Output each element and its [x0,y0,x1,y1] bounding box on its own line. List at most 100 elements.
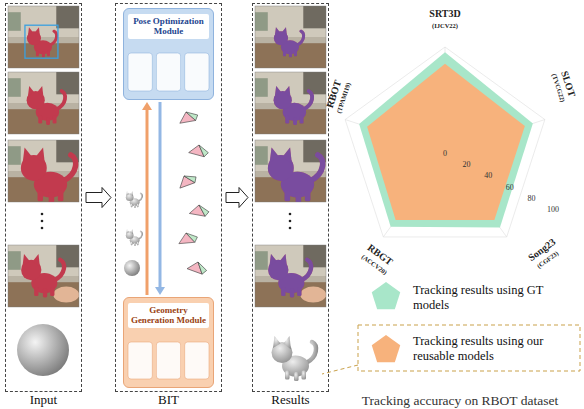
axis-label: RBOT [325,79,343,109]
cat-leg [47,50,50,56]
module-title: Geometry Generation Module [128,303,209,328]
photo-object [255,78,268,97]
cat-leg [300,116,304,124]
legend-text: Tracking results using our reusable mode… [413,334,548,364]
module-box: Geometry Generation Module [123,297,214,388]
cat-ear [270,148,279,163]
photo-background [8,140,79,202]
ellipsis-dot [289,220,292,223]
cat-leg [283,50,286,56]
cat-leg [285,116,289,124]
photo-background [255,140,326,202]
cat-figure [272,336,316,381]
photo-frame [8,6,79,68]
axis-tick: 0 [443,150,447,158]
legend-swatch [372,335,401,362]
cat-ear [275,86,282,96]
axis-label: RBGT [366,243,395,268]
cat-tail [54,260,64,280]
cat-leg [290,289,294,298]
arrow-shaft [146,110,149,295]
frustum-face [196,145,209,158]
cat-figure [126,191,142,208]
frustum-face [195,262,209,275]
radar-series [359,52,533,227]
hand-shape [300,287,326,303]
photo-object [8,78,21,97]
cat-ear [273,336,281,348]
camera-frustum [187,259,208,275]
photo-background [8,72,79,134]
cat-ear [23,148,32,163]
cat-leg [296,192,302,202]
cat-leg [34,287,38,296]
cat-figure [27,86,66,125]
cat-figure [21,148,76,202]
cat-figure [274,27,304,57]
cat-ear [282,27,287,36]
photo-frame [255,6,326,68]
cat-leg [289,51,292,57]
ellipsis-dot [289,213,292,216]
photo-frame [255,72,326,134]
cat-tail [57,91,66,109]
cat-figure [274,27,304,57]
frustum-face [186,110,199,122]
ellipsis-dot [41,220,44,223]
cat-figure [274,86,313,125]
legend-swatch [372,282,401,309]
camera-frustum [189,204,209,217]
cat-ear [280,254,287,267]
module-column [156,342,180,379]
cat-leg [131,204,133,207]
cat-leg [297,287,301,296]
photo-wall [255,6,326,37]
cat-leg [283,50,286,56]
cat-ear [23,254,30,266]
cat-leg [290,289,294,298]
photo-wall [8,6,79,37]
sphere-model [17,324,69,376]
dashed-panel: Input [5,3,82,392]
cat-figure [21,254,64,297]
cat-leg [305,190,311,201]
connector-arrow [142,102,152,295]
camera-frustum [178,110,198,123]
cat-ear [33,254,40,267]
photo-border [8,140,79,202]
frustum-face [186,232,198,243]
legend-callout-box [358,325,580,371]
module-title: Pose Optimization Module [128,14,209,39]
cat-figure [274,86,313,125]
photo-border [8,245,79,307]
cat-tail [304,91,313,109]
cat-ear [284,336,292,350]
axis-tick: 80 [527,195,535,203]
cat-leg [305,190,311,201]
cat-leg [58,190,64,201]
axis-label: SRT3D [429,9,460,19]
photo-object [255,146,268,165]
axis-label: SLOT [559,70,577,98]
panel-heading: Results [241,393,340,407]
connector-arrow [226,188,248,208]
photo-frame [8,72,79,134]
module-column [128,53,152,91]
cat-leg [281,287,285,296]
leader-line [322,365,358,374]
ellipsis-dot [41,213,44,216]
cat-leg [297,287,301,296]
block-arrow [226,188,248,208]
ellipsis-dot [41,227,44,230]
cat-ear [284,86,291,98]
photo-background [255,6,326,68]
cat-leg [293,117,297,125]
cat-tail [301,260,311,280]
dashed-panel: Results [252,3,329,392]
cat-ear [126,191,129,195]
cat-leg [281,287,285,296]
camera-frustum [176,172,197,188]
cat-tail [310,155,322,181]
